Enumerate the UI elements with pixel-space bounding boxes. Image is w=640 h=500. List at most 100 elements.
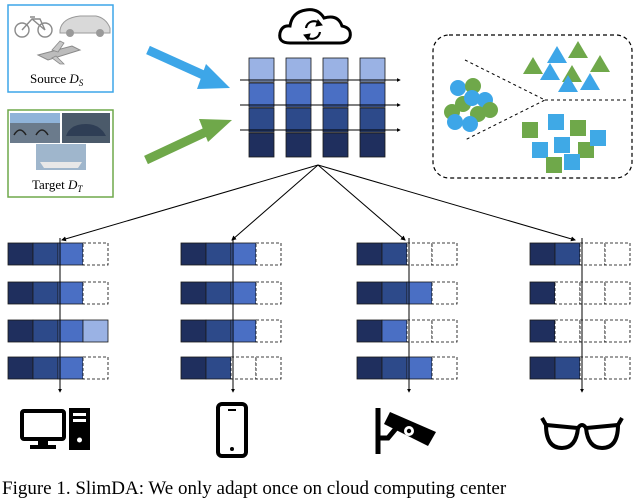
inactive-unit [554,281,581,305]
square-cluster [522,114,606,173]
security-camera-icon [375,408,436,454]
active-unit [32,281,59,305]
inactive-unit [431,319,458,343]
inactive-unit [431,281,458,305]
active-unit [381,242,408,266]
active-unit [529,319,556,343]
feature-square [564,154,580,170]
feature-triangle [523,57,543,74]
active-unit [205,356,232,380]
glasses-icon [540,417,624,451]
source-domain-box: Source DS [7,4,114,93]
active-unit [554,242,581,266]
active-unit [356,242,383,266]
active-unit [32,319,59,343]
active-unit [230,319,257,343]
inactive-unit [579,281,606,305]
active-unit [205,319,232,343]
active-unit [57,319,84,343]
inactive-unit [554,319,581,343]
active-unit [82,319,109,343]
network-unit [359,132,386,158]
feature-square [548,114,564,130]
inactive-unit [604,319,631,343]
target-arrow [144,119,232,165]
active-unit [406,356,433,380]
inactive-unit [431,242,458,266]
feature-circle [447,114,463,130]
feature-circle [464,90,480,106]
active-unit [554,356,581,380]
network-unit [359,107,386,133]
active-unit [180,242,207,266]
active-unit [205,281,232,305]
inactive-unit [406,319,433,343]
network-unit [322,107,349,133]
active-unit [180,281,207,305]
active-unit [381,356,408,380]
active-unit [57,242,84,266]
network-unit [285,132,312,158]
inactive-unit [82,356,109,380]
circle-cluster [444,78,498,132]
smartphone-icon [216,402,248,458]
central-network [240,57,401,158]
inactive-unit [579,242,606,266]
feature-space-panel [432,34,633,179]
feature-square [590,130,606,146]
active-unit [7,281,34,305]
inactive-unit [255,356,282,380]
active-unit [230,242,257,266]
sub-network [529,238,631,393]
source-car-image [59,15,111,37]
active-unit [32,356,59,380]
inactive-unit [604,356,631,380]
inactive-unit [82,242,109,266]
active-unit [356,356,383,380]
inactive-unit [406,242,433,266]
feature-triangle [568,41,588,58]
inactive-unit [255,242,282,266]
desktop-computer-icon [20,408,90,450]
active-unit [406,281,433,305]
active-unit [7,356,34,380]
source-arrow [146,45,230,89]
cloud-sync-icon [278,8,352,45]
feature-circle [450,80,466,96]
source-label: Source DS [30,71,84,88]
active-unit [57,281,84,305]
active-unit [7,319,34,343]
feature-square [546,157,562,173]
feature-square [532,142,548,158]
active-unit [180,319,207,343]
active-unit [180,356,207,380]
sub-network [7,238,109,393]
inactive-unit [579,356,606,380]
active-unit [529,356,556,380]
triangle-cluster [523,41,610,92]
network-unit [248,132,275,158]
inactive-unit [255,281,282,305]
sub-network [180,238,282,393]
feature-triangle [547,46,567,63]
inactive-unit [604,242,631,266]
source-bicycle-image [14,16,53,38]
active-unit [529,242,556,266]
active-unit [356,319,383,343]
active-unit [57,356,84,380]
inactive-unit [82,281,109,305]
network-unit [248,57,275,83]
network-unit [322,132,349,158]
active-unit [381,319,408,343]
network-unit [285,107,312,133]
feature-circle [465,78,481,94]
sub-network [356,238,458,393]
inactive-unit [230,356,257,380]
network-unit [359,82,386,108]
network-unit [359,57,386,83]
feature-circle [482,102,498,118]
feature-square [522,122,538,138]
active-unit [529,281,556,305]
feature-triangle [590,55,610,72]
